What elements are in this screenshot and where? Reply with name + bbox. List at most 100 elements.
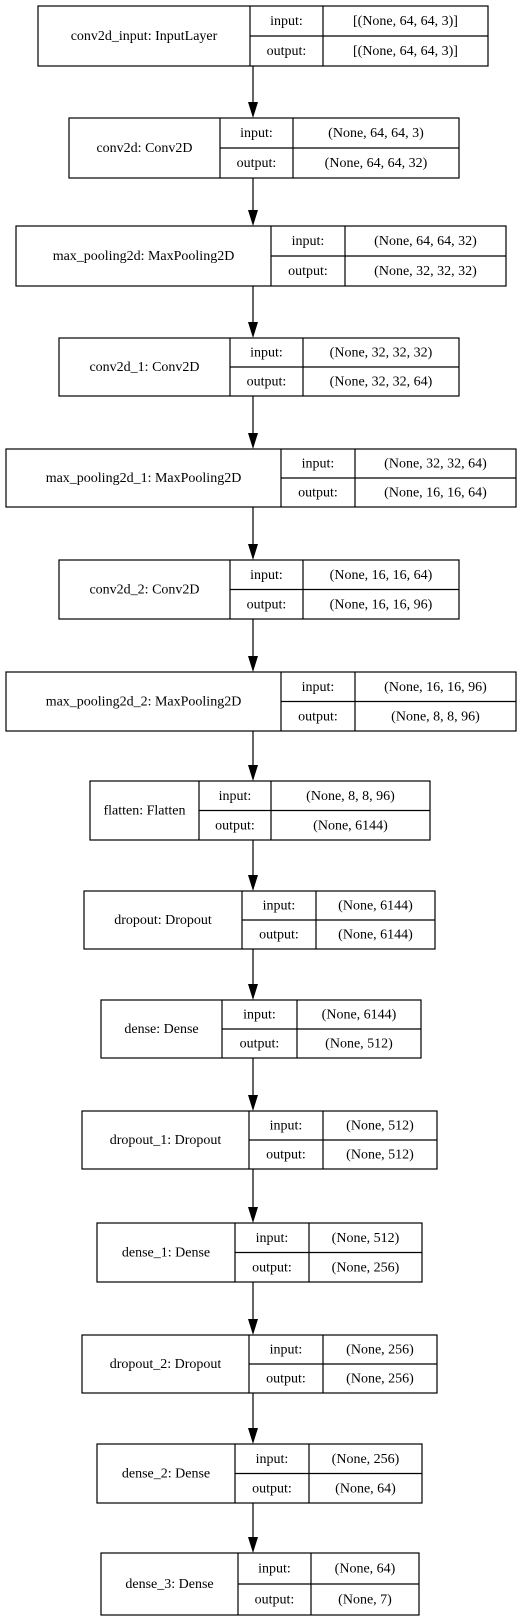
input-label: input: [302, 680, 335, 695]
arrowhead-icon [248, 210, 258, 226]
input-label: input: [250, 346, 283, 361]
output-label: output: [298, 486, 338, 501]
edge-arrow [248, 396, 258, 449]
input-label: input: [243, 1008, 276, 1023]
input-label: input: [240, 126, 273, 141]
arrowhead-icon [248, 1207, 258, 1223]
edge-arrow [248, 731, 258, 781]
output-label: output: [247, 375, 287, 390]
layer-name: dense_1: Dense [122, 1246, 210, 1261]
layer-node: conv2d_1: Conv2D input: output: (None, 32, … [58, 337, 460, 397]
input-shape: (None, 32, 32, 32) [330, 346, 433, 361]
output-label: output: [237, 156, 277, 171]
input-label: input: [302, 457, 335, 472]
arrowhead-icon [248, 1095, 258, 1111]
layer-name: max_pooling2d: MaxPooling2D [53, 249, 235, 264]
output-label: output: [266, 1372, 306, 1387]
layer-name: conv2d_2: Conv2D [89, 583, 199, 598]
layer-node: max_pooling2d_2: MaxPooling2Dinput:outpu… [5, 671, 517, 732]
layer-node: max_pooling2d: MaxPooling2D input: output:… [15, 225, 507, 287]
input-shape: (None, 256) [346, 1343, 414, 1358]
edge-arrow [248, 66, 258, 118]
input-shape: (None, 8, 8, 96) [306, 789, 395, 804]
layer-name: conv2d_input: InputLayer [71, 29, 218, 44]
layer-name: flatten: Flatten [103, 804, 185, 819]
input-shape: (None, 32, 32, 64) [384, 457, 487, 472]
output-label: output: [215, 818, 255, 833]
input-shape: (None, 256) [332, 1452, 400, 1467]
output-shape: [(None, 64, 64, 3)] [353, 44, 458, 59]
layer-node: max_pooling2d_1: MaxPooling2D input: outpu… [5, 448, 517, 508]
input-label: input: [219, 789, 252, 804]
input-label: input: [270, 14, 303, 29]
edge-arrow [248, 1282, 258, 1335]
input-label: input: [270, 1343, 303, 1358]
input-shape: (None, 64, 64, 3) [328, 126, 424, 141]
input-label: input: [258, 1562, 291, 1577]
arrowhead-icon [248, 433, 258, 449]
input-shape: (None, 512) [346, 1119, 414, 1134]
layer-node: flatten: Flatten input: output: (None, 8, 8… [89, 780, 431, 841]
layer-node: dropout_1: Dropout input: output: (None, 51… [81, 1110, 438, 1170]
arrowhead-icon [248, 1428, 258, 1444]
input-shape: (None, 512) [332, 1231, 400, 1246]
output-label: output: [267, 44, 307, 59]
input-shape: (None, 16, 16, 96) [384, 680, 487, 695]
output-label: output: [255, 1593, 295, 1608]
input-label: input: [270, 1119, 303, 1134]
output-shape: (None, 512) [325, 1037, 393, 1052]
output-label: output: [247, 597, 287, 612]
layer-name: dense: Dense [124, 1022, 198, 1037]
input-shape: [(None, 64, 64, 3)] [353, 14, 458, 29]
edge-arrow [248, 1058, 258, 1111]
input-label: input: [263, 899, 296, 914]
output-label: output: [252, 1481, 292, 1496]
edge-arrow [248, 1393, 258, 1444]
output-shape: (None, 64) [335, 1481, 396, 1496]
input-shape: (None, 6144) [338, 899, 413, 914]
layer-name: max_pooling2d_1: MaxPooling2D [46, 471, 242, 486]
output-shape: (None, 64, 64, 32) [325, 156, 428, 171]
edge-arrow [248, 1169, 258, 1223]
output-shape: (None, 16, 16, 96) [330, 597, 433, 612]
arrowhead-icon [248, 322, 258, 338]
input-shape: (None, 16, 16, 64) [330, 568, 433, 583]
edge-arrow [248, 619, 258, 672]
input-shape: (None, 64, 64, 32) [374, 234, 477, 249]
output-label: output: [240, 1037, 280, 1052]
edge-arrow [248, 1503, 258, 1553]
output-shape: (None, 32, 32, 64) [330, 375, 433, 390]
arrowhead-icon [248, 875, 258, 891]
output-shape: (None, 6144) [338, 928, 413, 943]
input-label: input: [256, 1452, 289, 1467]
layer-node: conv2d: Conv2D input: output: (None, 64, 64… [68, 117, 460, 179]
edge-arrow [248, 178, 258, 226]
layer-name: dropout_1: Dropout [110, 1133, 222, 1148]
output-shape: (None, 7) [338, 1593, 392, 1608]
output-label: output: [288, 264, 328, 279]
input-label: input: [292, 234, 325, 249]
output-shape: (None, 256) [346, 1372, 414, 1387]
layer-name: max_pooling2d_2: MaxPooling2D [46, 695, 242, 710]
layer-name: conv2d_1: Conv2D [89, 360, 199, 375]
layer-name: dropout: Dropout [114, 913, 212, 928]
output-shape: (None, 6144) [313, 818, 388, 833]
edge-arrow [248, 949, 258, 1000]
output-label: output: [266, 1148, 306, 1163]
output-shape: (None, 8, 8, 96) [391, 709, 480, 724]
arrowhead-icon [248, 102, 258, 118]
input-shape: (None, 64) [335, 1562, 396, 1577]
output-shape: (None, 32, 32, 32) [374, 264, 477, 279]
arrowhead-icon [248, 656, 258, 672]
layer-node: conv2d_input: InputLayer input: output: [(N… [37, 5, 489, 67]
arrowhead-icon [248, 544, 258, 560]
layer-name: dropout_2: Dropout [110, 1357, 222, 1372]
arrowhead-icon [248, 1319, 258, 1335]
layer-name: conv2d: Conv2D [96, 141, 192, 156]
